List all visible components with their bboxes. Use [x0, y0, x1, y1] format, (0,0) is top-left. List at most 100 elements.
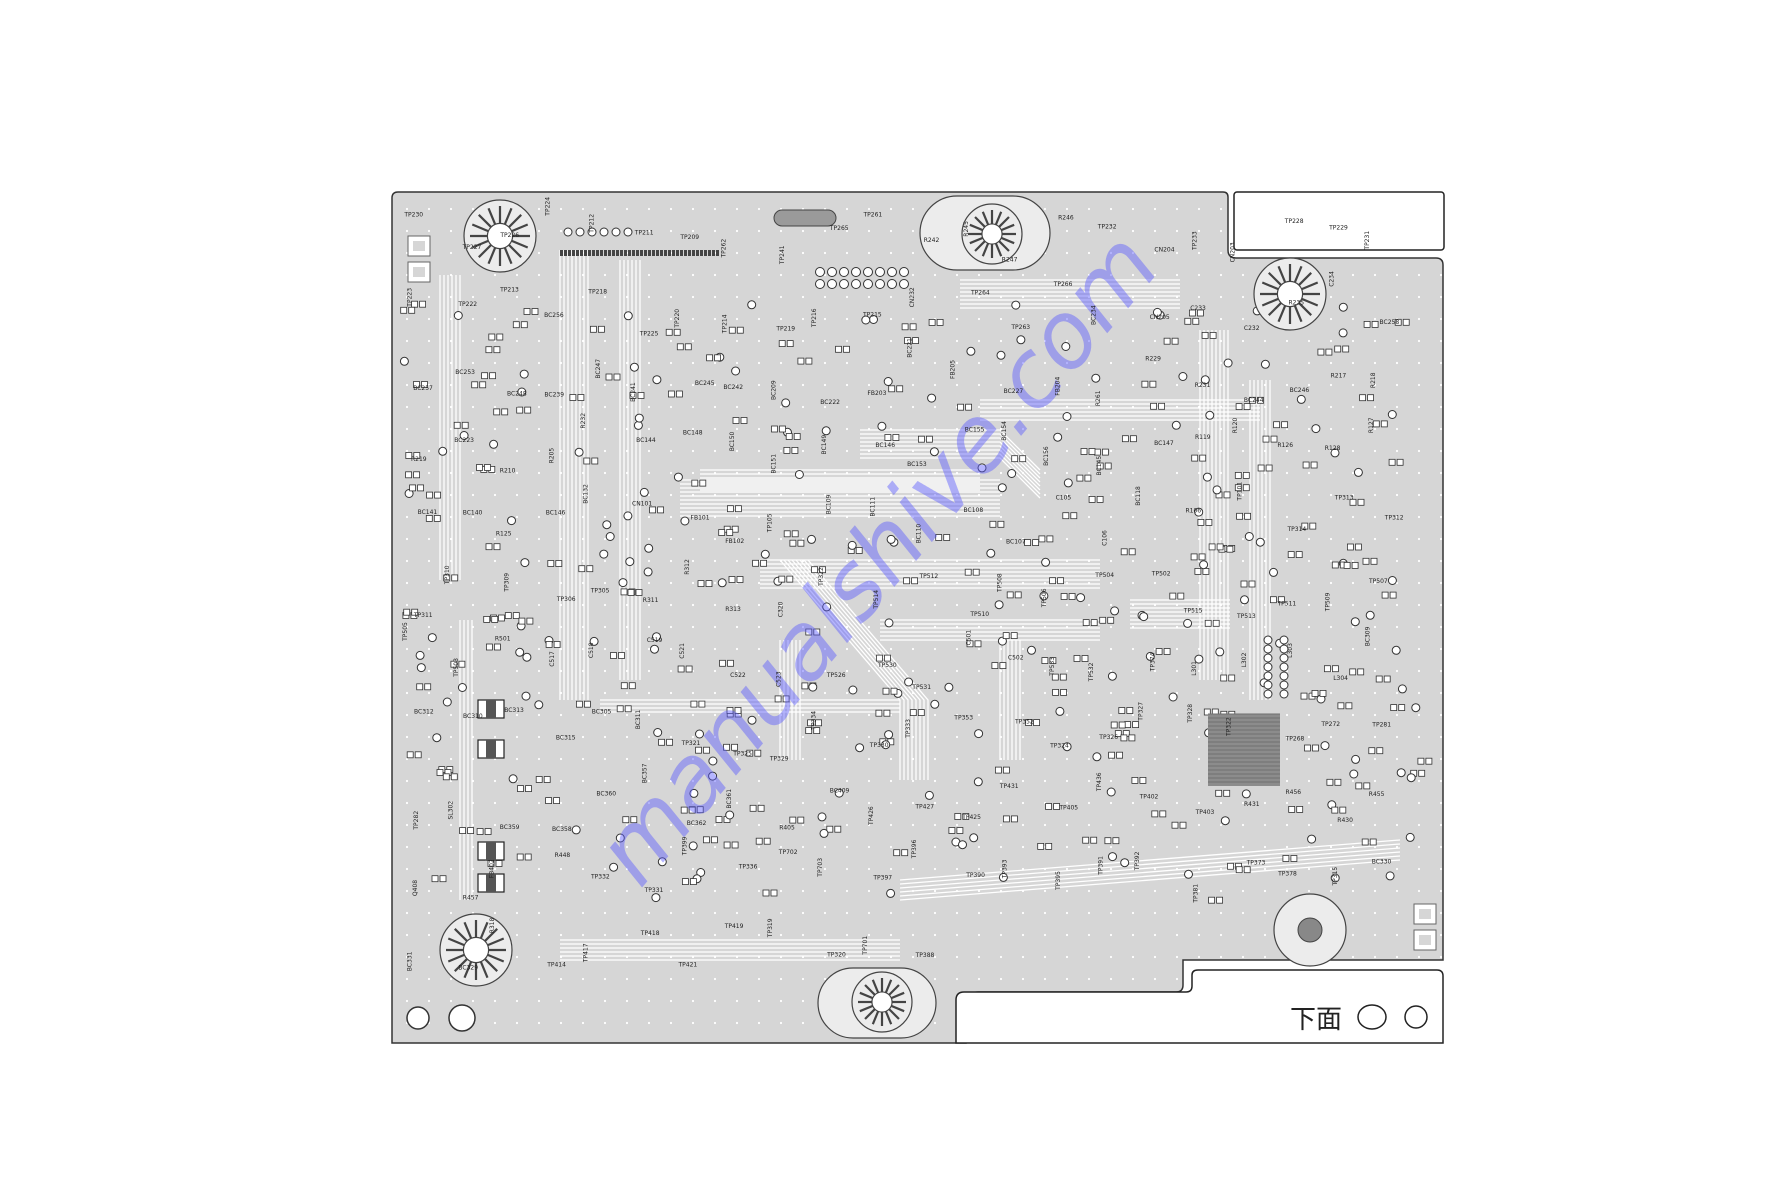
component-label: R120 — [1232, 417, 1239, 433]
test-point — [1279, 662, 1289, 672]
smd-pad — [731, 841, 739, 849]
header-pin — [632, 250, 635, 256]
smd-pad — [545, 641, 553, 648]
header-pin — [684, 250, 687, 256]
test-point — [623, 311, 633, 321]
smd-pad — [471, 381, 479, 389]
test-point — [1263, 662, 1273, 672]
component-label: TP353 — [953, 714, 973, 721]
component-label: TP212 — [588, 214, 595, 234]
smd-pad — [1288, 806, 1296, 813]
smd-pad — [1068, 593, 1076, 600]
smd-pad — [1006, 591, 1014, 599]
smd-pad — [726, 529, 734, 536]
test-point — [1171, 420, 1181, 430]
smd-pad — [1076, 474, 1084, 482]
component-label: TP266 — [1053, 281, 1073, 288]
smd-pad — [1216, 543, 1224, 551]
component-label: R231 — [1195, 382, 1211, 389]
test-point — [930, 699, 940, 709]
component-label: L303 — [1287, 643, 1294, 658]
component-label: TP405 — [1058, 804, 1078, 811]
trace — [860, 437, 1041, 479]
test-point — [605, 532, 615, 541]
component-label: BC148 — [683, 430, 703, 437]
test-point — [1406, 773, 1416, 783]
smd-pad — [1357, 498, 1365, 506]
component-label: TP390 — [965, 872, 985, 879]
smd-pad — [728, 326, 736, 334]
smd-pad — [1220, 674, 1228, 682]
component-label: L301 — [1191, 661, 1198, 676]
component-label: TP230 — [403, 212, 423, 219]
component-label: BC109 — [826, 494, 833, 514]
smd-pad — [1051, 673, 1059, 681]
test-point — [1351, 754, 1361, 764]
smd-pad — [476, 828, 484, 835]
component-label: TP214 — [721, 314, 728, 334]
smd-pad — [785, 433, 793, 440]
test-point — [1199, 560, 1209, 570]
smd-pad — [835, 345, 842, 353]
smd-pad — [1096, 495, 1104, 503]
header-pin — [712, 250, 715, 256]
test-point — [725, 810, 735, 820]
component-label: TP702 — [778, 849, 798, 856]
smd-pad — [1102, 448, 1109, 456]
smd-pad — [1060, 593, 1068, 600]
test-point — [1215, 647, 1225, 657]
test-point — [1139, 612, 1149, 622]
smd-pad — [752, 559, 759, 567]
through-hole — [1357, 1004, 1387, 1030]
component-label: BC313 — [504, 707, 524, 714]
component-label: R455 — [1369, 791, 1385, 798]
component-label: BC146 — [875, 442, 895, 449]
smd-pad — [711, 836, 718, 844]
component-label: BC146 — [546, 510, 566, 517]
test-point — [977, 463, 987, 473]
smd-pad — [791, 446, 799, 454]
through-pin — [839, 267, 849, 277]
test-point — [881, 740, 891, 750]
component-label: TP216 — [811, 308, 818, 328]
smd-pad — [1337, 702, 1345, 710]
smd-pad — [786, 340, 794, 348]
smd-pad — [1310, 461, 1318, 469]
smd-pad — [695, 746, 702, 754]
smd-pad — [618, 652, 625, 659]
test-point — [1387, 576, 1397, 585]
smd-pad — [450, 660, 458, 668]
through-pin — [851, 279, 861, 289]
smd-pad — [882, 687, 890, 695]
test-point — [1241, 789, 1251, 799]
smd-pad — [1052, 689, 1059, 696]
smd-pad — [1317, 348, 1325, 356]
smd-pad — [1011, 455, 1019, 463]
smd-pad — [718, 529, 726, 536]
test-point — [1205, 410, 1215, 420]
component-label: TP510 — [969, 611, 989, 618]
test-point — [1223, 358, 1233, 368]
component-label: R229 — [1145, 355, 1161, 362]
smd-pad — [719, 659, 726, 667]
smd-pad — [426, 491, 434, 499]
component-label: TP513 — [1236, 613, 1256, 620]
smd-pad — [735, 505, 742, 513]
test-point — [1330, 873, 1340, 883]
smd-pad — [763, 837, 771, 845]
component-label: TP227 — [462, 244, 482, 251]
component-label: FB204 — [1055, 376, 1062, 395]
smd-pad — [493, 543, 501, 551]
test-point — [609, 862, 619, 872]
smd-pad — [1376, 747, 1384, 755]
header-pin — [704, 250, 707, 256]
test-point — [459, 431, 469, 440]
test-point — [416, 663, 426, 673]
smd-pad — [1357, 668, 1365, 676]
component-label: BC145 — [1096, 456, 1103, 476]
smd-pad — [584, 700, 591, 708]
test-point — [1311, 424, 1321, 434]
component-label: TP396 — [911, 839, 918, 859]
test-point — [399, 356, 409, 366]
smd-pad — [481, 372, 489, 380]
